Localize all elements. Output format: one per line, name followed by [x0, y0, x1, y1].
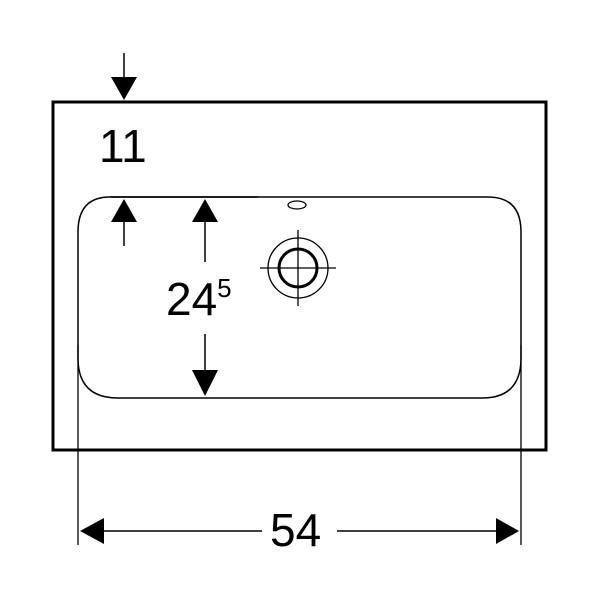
dim-label-depth-superscript: 5 [217, 273, 231, 303]
dim-depth-arrows [192, 199, 218, 396]
dim-width-line [80, 518, 519, 544]
dim-label-top-offset: 11 [99, 120, 147, 172]
dim-rim-arrow [111, 196, 258, 246]
dim-label-depth: 245 [166, 273, 232, 325]
basin-outer-outline [51, 100, 548, 452]
overflow-hole-icon [287, 200, 307, 210]
dim-label-depth-main: 24 [166, 273, 217, 325]
drain-icon [260, 230, 336, 306]
basin-bowl-outline [77, 196, 522, 399]
dim-top-arrow [111, 53, 137, 100]
dim-label-width: 54 [270, 504, 321, 556]
